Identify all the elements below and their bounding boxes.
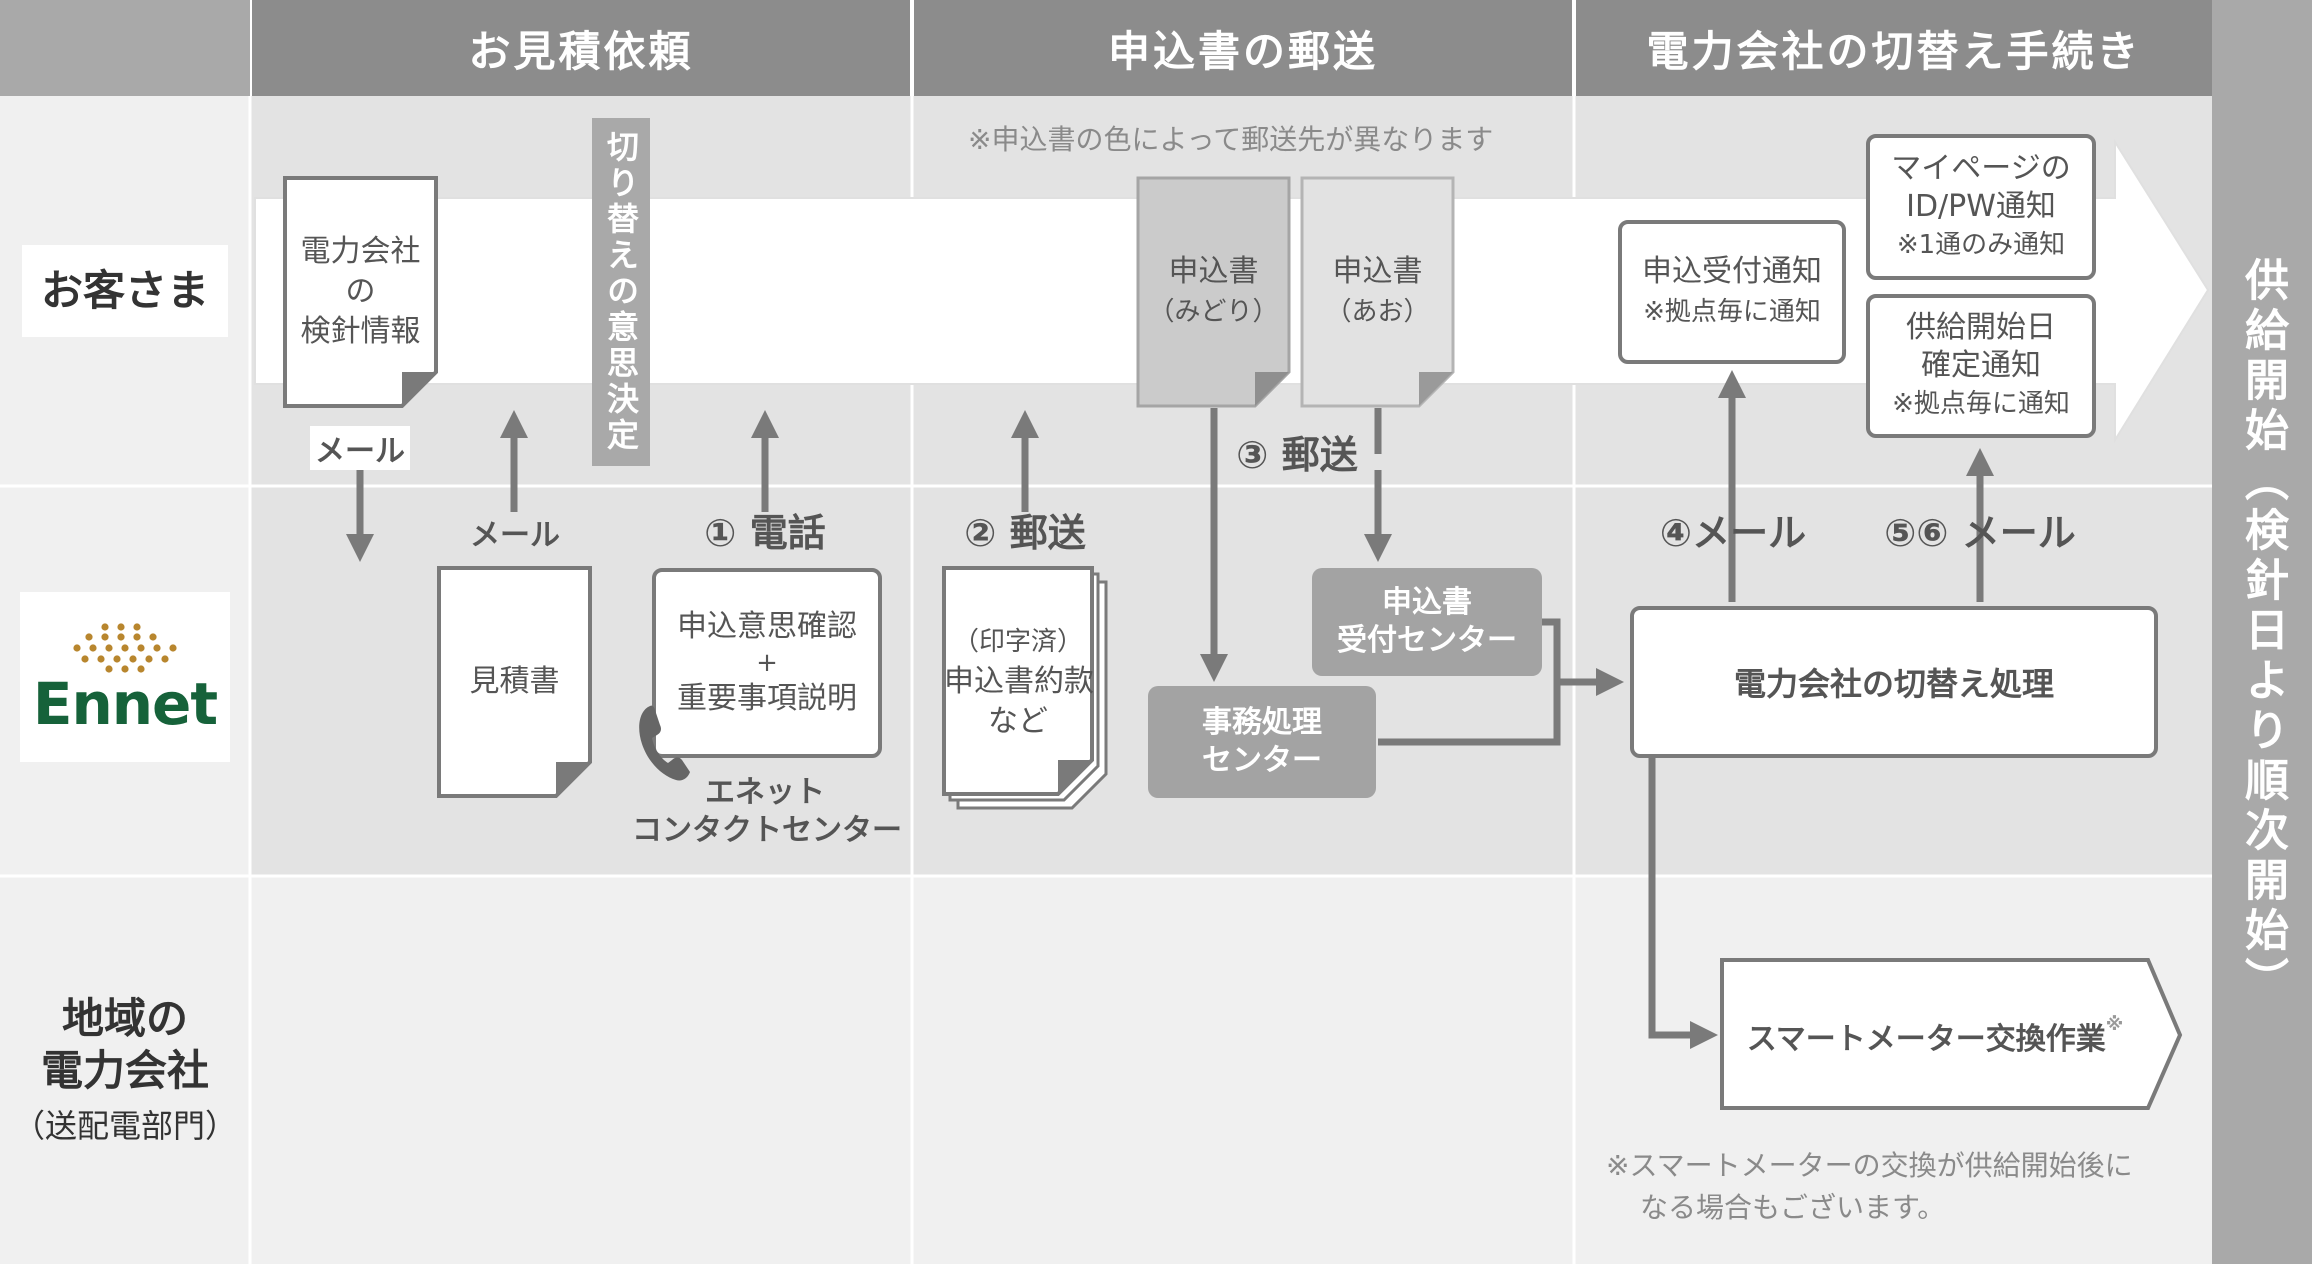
arrows: [346, 370, 1994, 1049]
logo-dots-icon: [73, 623, 177, 673]
utility-label-line2: 電力会社: [40, 1046, 209, 1095]
doc-estimate-text: 見積書: [469, 664, 560, 699]
utility-label-line1: 地域の: [61, 994, 188, 1043]
doc-estimate: [437, 566, 592, 798]
label-mail-56: ⑤⑥ メール: [1884, 511, 2076, 555]
supply-start-side-label: 供給開始（検針日より順次開始）: [2212, 0, 2312, 1264]
color-note: ※申込書の色によって郵送先が異なります: [968, 123, 1494, 156]
smart-meter-label: スマートメーター交換作業※: [1746, 1014, 2124, 1057]
utility-label-sub: （送配電部門）: [12, 1107, 237, 1145]
meter-note-line2: なる場合もございます。: [1640, 1191, 1946, 1224]
row-label-utility: 地域の 電力会社 （送配電部門）: [0, 876, 250, 1264]
doc-blue-text: 申込書（あお）: [1325, 254, 1430, 327]
label-phone: ① 電話: [704, 511, 826, 555]
reception-center-box: 申込書受付センター: [1312, 568, 1542, 676]
arrow-centers-to-switch: [1374, 408, 1610, 746]
accept-notice-box: 申込受付通知※拠点毎に通知: [1618, 220, 1846, 364]
decision-bar: 切り替えの意思決定: [592, 118, 650, 466]
label-mail-4: ④メール: [1659, 511, 1807, 555]
doc-application-blue: [1300, 176, 1455, 408]
header-switching: 電力会社の切替え手続き: [1576, 0, 2212, 96]
label-post-3: ③ 郵送: [1236, 433, 1358, 477]
smart-meter-shape: [1720, 958, 2183, 1110]
label-mail-1: メール: [310, 426, 410, 470]
header-mailing: 申込書の郵送: [914, 0, 1572, 96]
ennet-logo-text: Ennet: [32, 670, 218, 738]
row-label-customer: お客さま: [0, 96, 250, 486]
label-mail-2: メール: [470, 518, 560, 553]
doc-printed-stack: [942, 566, 1108, 810]
supply-notice-box: 供給開始日確定通知※拠点毎に通知: [1866, 294, 2096, 438]
meter-note-line1: ※スマートメーターの交換が供給開始後に: [1606, 1149, 2133, 1182]
header-corner: [0, 0, 250, 96]
doc-meter-info-text: 電力会社の検針情報: [300, 234, 421, 349]
doc-printed-text: （印字済）申込書約款など: [944, 627, 1094, 739]
ennet-logo: Ennet: [20, 592, 230, 762]
header-estimate: お見積依頼: [252, 0, 910, 96]
confirm-box: 申込意思確認+重要事項説明: [652, 568, 882, 758]
label-post-2: ② 郵送: [964, 511, 1086, 555]
customer-label: お客さま: [22, 245, 228, 337]
doc-green-text: 申込書（みどり）: [1148, 254, 1279, 327]
doc-application-green: [1136, 176, 1291, 408]
doc-meter-info: [283, 176, 438, 408]
phone-icon: [639, 705, 690, 781]
arrow-switch-to-meter: [1648, 757, 1718, 1049]
switch-process-box: 電力会社の切替え処理: [1630, 606, 2158, 758]
lane-label-utility: [0, 876, 250, 1264]
contact-center-label: エネットコンタクトセンター: [632, 775, 902, 848]
office-center-box: 事務処理センター: [1148, 686, 1376, 798]
